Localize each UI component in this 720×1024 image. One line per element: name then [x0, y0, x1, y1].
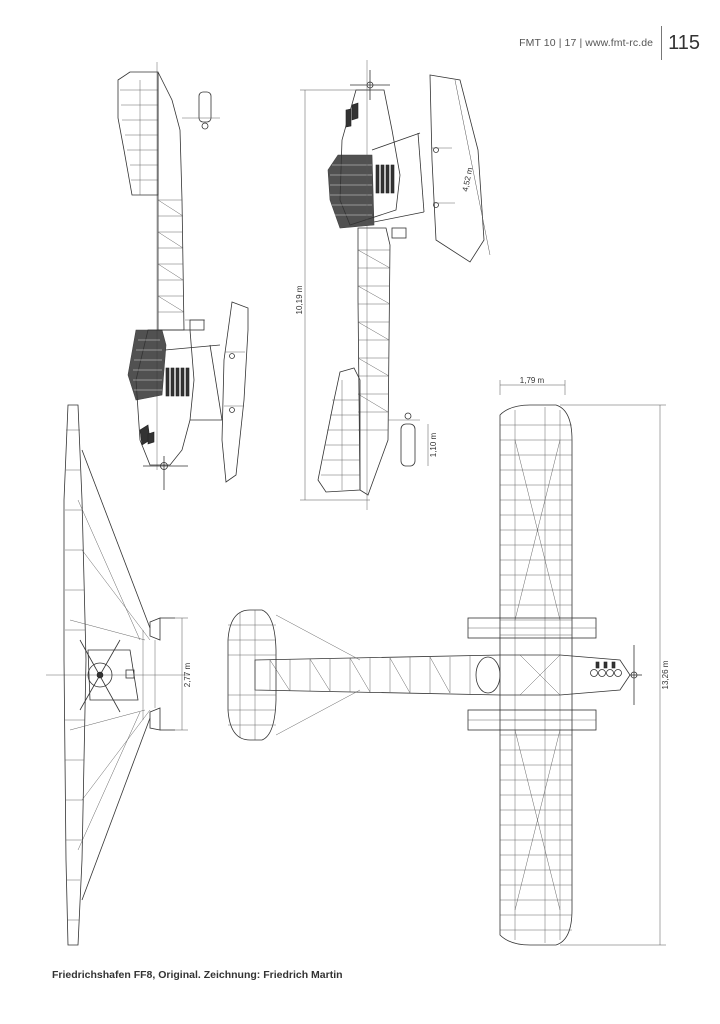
page-number: 115 — [668, 31, 700, 54]
dim-chord-1-79: 1,79 m — [520, 376, 545, 385]
header-divider — [661, 26, 663, 60]
front-view: 2,77 m — [46, 404, 192, 946]
dim-tail-span-4-52: 4,52 m — [461, 166, 475, 192]
dim-length-10-19: 10,19 m — [295, 285, 304, 314]
figure-caption: Friedrichshafen FF8, Original. Zeichnung… — [52, 969, 343, 981]
top-view: 1,79 m 13,26 m — [227, 376, 670, 946]
dim-height-2-77: 2,77 m — [183, 662, 192, 687]
dim-tail-height-1-10: 1,10 m — [429, 432, 438, 457]
side-view-right: 10,19 m — [295, 60, 491, 510]
side-view-left — [117, 62, 249, 490]
page-header: FMT 10 | 17 | www.fmt-rc.de 115 — [519, 26, 700, 60]
dim-wingspan-13-26: 13,26 m — [661, 660, 670, 689]
magazine-issue-label: FMT 10 | 17 | www.fmt-rc.de — [519, 37, 654, 49]
